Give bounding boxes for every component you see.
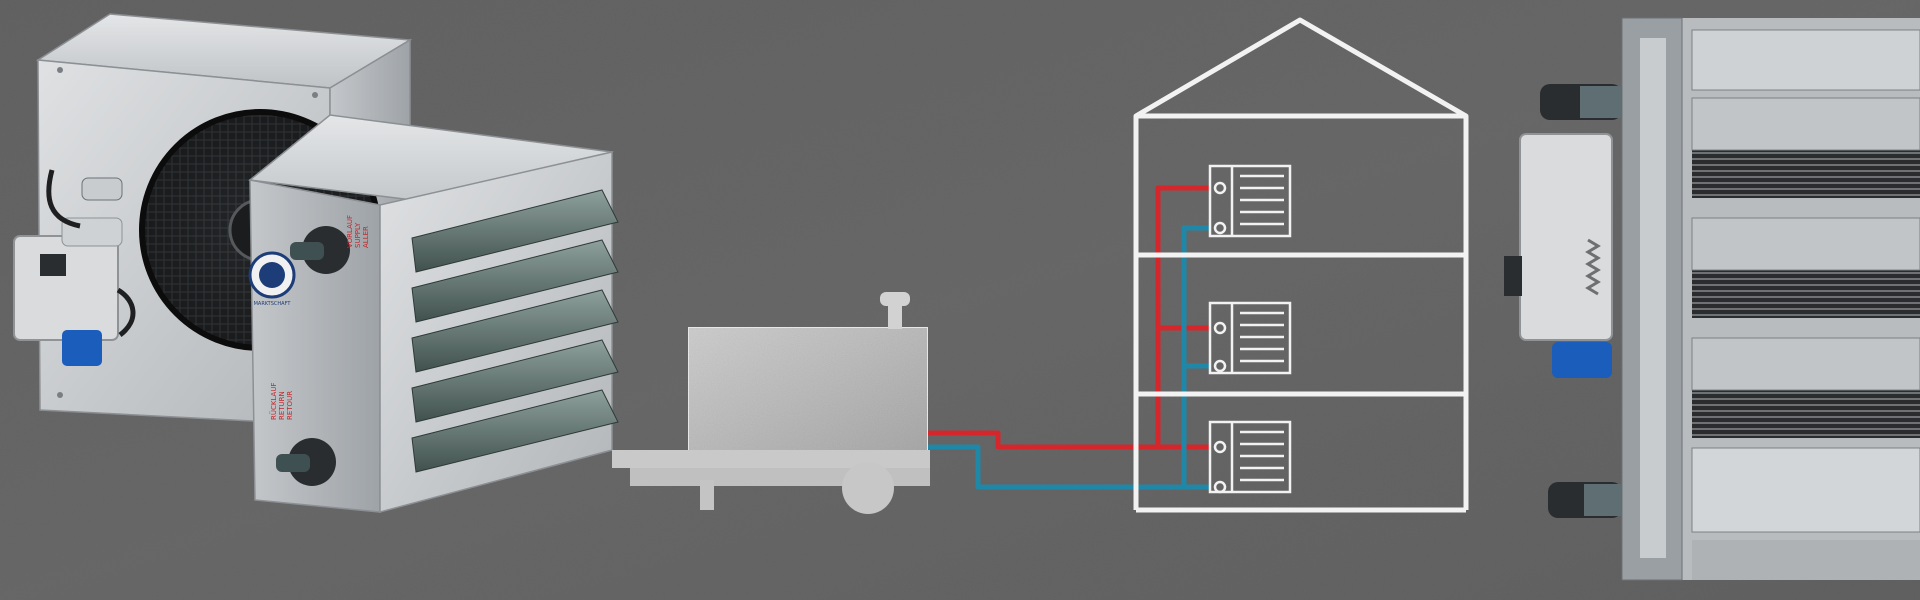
supply-label: VORLAUFSUPPLYALLER — [346, 215, 370, 248]
side-control-box — [1519, 133, 1613, 341]
label-line: ALLER — [362, 226, 370, 248]
blue-connector — [62, 330, 102, 366]
side-blue-connector — [1552, 342, 1612, 378]
label-line: SUPPLY — [354, 222, 362, 248]
label-line: VORLAUF — [346, 215, 354, 248]
return-pipe — [928, 225, 1210, 490]
label-line: RETURN — [278, 391, 286, 420]
control-box — [13, 235, 119, 341]
unit-heater-side-view — [1504, 17, 1920, 581]
return-label: RÜCKLAUFRETURNRETOUR — [269, 383, 294, 420]
label-line: RÜCKLAUF — [269, 383, 278, 420]
pipe-network — [928, 185, 1210, 490]
label-line: RETOUR — [286, 391, 294, 420]
heater-louvers — [411, 189, 619, 473]
supply-fitting — [302, 226, 350, 274]
supply-pipe — [928, 185, 1210, 450]
trailer-generator-icon — [612, 292, 930, 514]
house-outline-icon — [1133, 17, 1469, 513]
unit-heater-icon-floor-1 — [1208, 420, 1292, 494]
unit-heater-icon-floor-2 — [1208, 301, 1292, 375]
brand-badge-text: MARKTSCHAFT — [254, 301, 292, 307]
unit-heater-front: MARKTSCHAFT VORLAUFSUPPLYALLER RÜCKLAUFR… — [248, 114, 619, 513]
unit-heater-icon-floor-3 — [1208, 164, 1292, 238]
return-fitting — [288, 438, 336, 486]
